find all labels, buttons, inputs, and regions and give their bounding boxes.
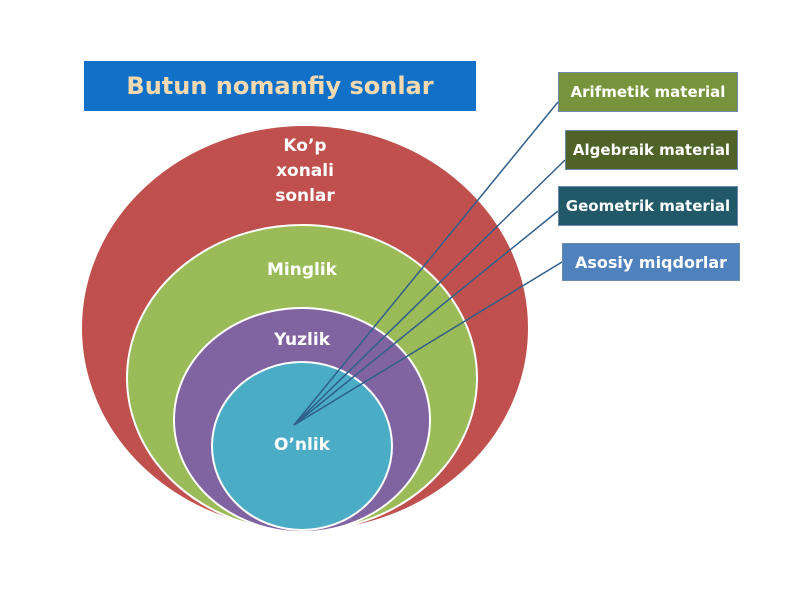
callout-label: Geometrik material: [565, 197, 731, 215]
ring-label-line: Minglik: [267, 260, 337, 280]
ring-label-line: O’nlik: [274, 435, 330, 455]
ring-label-ko-p-xonali: Ko’p xonali sonlar: [255, 134, 355, 209]
ring-label-onlik: O’nlik: [252, 433, 352, 458]
diagram-title: Butun nomanfiy sonlar: [126, 72, 434, 100]
connector-algebraik: [293, 159, 566, 426]
ring-label-line: sonlar: [275, 186, 335, 206]
callout-label: Algebraik material: [572, 141, 731, 159]
ring-label-line: xonali: [276, 161, 334, 181]
connector-geometrik: [293, 210, 559, 426]
connector-lines: [293, 101, 566, 426]
ring-label-line: Yuzlik: [273, 330, 331, 350]
ring-label-line: Ko’p: [283, 136, 327, 156]
ring-label-minglik: Minglik: [252, 258, 352, 283]
callout-label: Arifmetik material: [570, 83, 726, 101]
callout-algebraik-material: Algebraik material: [565, 130, 738, 170]
connector-arifmetik: [293, 101, 559, 426]
title-box: Butun nomanfiy sonlar: [84, 61, 476, 111]
ring-label-yuzlik: Yuzlik: [252, 328, 352, 353]
callout-geometrik-material: Geometrik material: [558, 186, 738, 226]
callout-arifmetik-material: Arifmetik material: [558, 72, 738, 112]
ring-onlik: [211, 361, 393, 531]
callout-label: Asosiy miqdorlar: [574, 252, 728, 272]
callout-asosiy-miqdorlar: Asosiy miqdorlar: [562, 243, 740, 281]
connector-asosiy: [293, 261, 563, 426]
